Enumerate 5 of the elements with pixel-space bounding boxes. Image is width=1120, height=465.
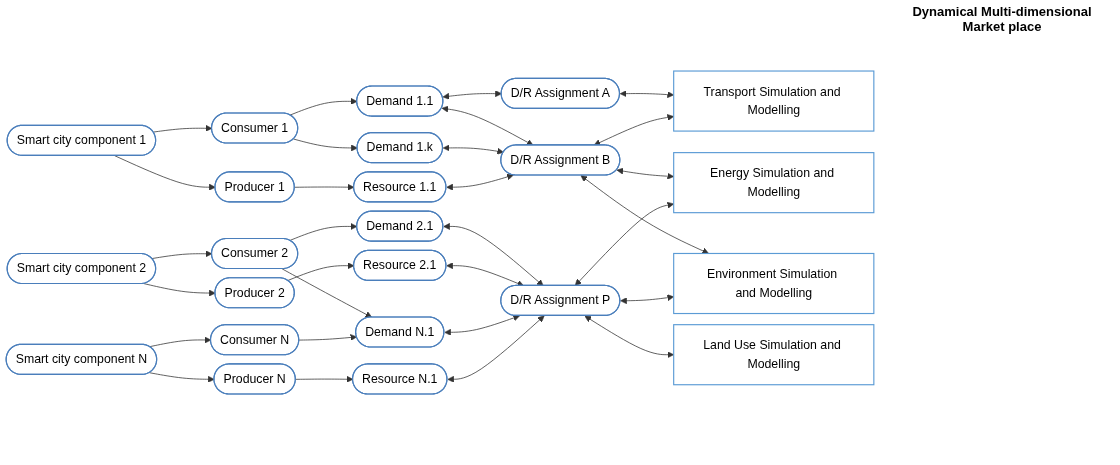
diagram-title: Dynamical Multi-dimensional Market place [911,4,1093,34]
node-box: Energy Simulation and Modelling [673,152,875,214]
node-box: Environment Simulation and Modelling [673,252,875,315]
node-box: Land Use Simulation and Modelling [673,324,875,386]
node-box: Transport Simulation and Modelling [673,70,875,132]
